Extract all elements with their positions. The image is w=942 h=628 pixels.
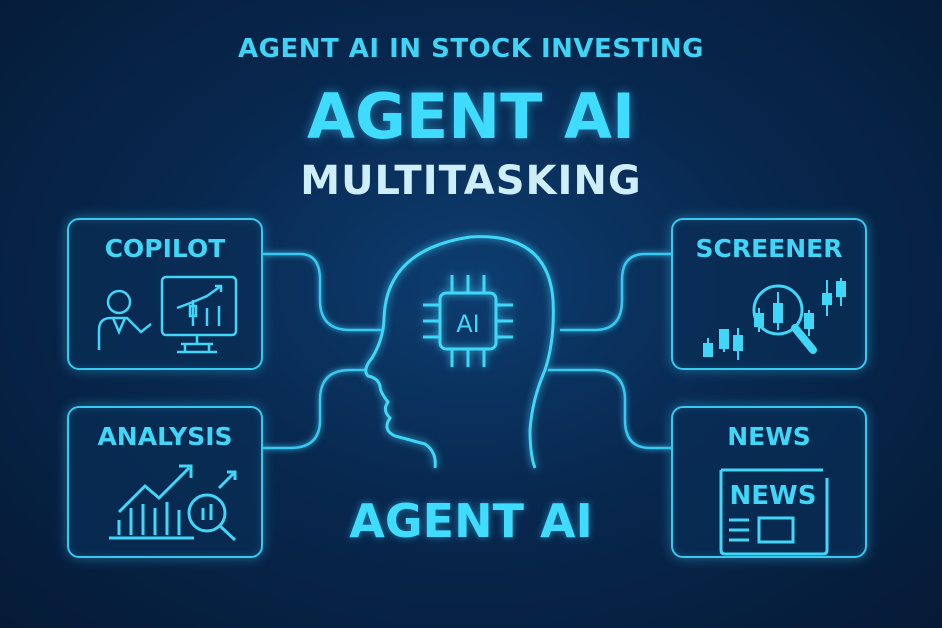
newspaper-icon: NEWS bbox=[719, 468, 829, 556]
node-analysis[interactable]: ANALYSIS bbox=[67, 406, 263, 558]
candlestick-magnifier-icon bbox=[703, 278, 846, 360]
node-news-label: NEWS bbox=[727, 422, 811, 451]
tagline: MULTITASKING bbox=[300, 158, 642, 204]
node-screener[interactable]: SCREENER bbox=[671, 218, 867, 370]
ai-head-chip-icon bbox=[364, 235, 555, 469]
chart-magnifier-icon bbox=[109, 464, 237, 542]
node-analysis-label: ANALYSIS bbox=[97, 422, 233, 451]
node-copilot[interactable]: COPILOT bbox=[67, 218, 263, 370]
main-title: AGENT AI bbox=[306, 80, 636, 153]
presenter-chart-icon bbox=[97, 275, 238, 354]
node-screener-label: SCREENER bbox=[695, 234, 843, 263]
center-label: AGENT AI bbox=[349, 494, 593, 548]
node-news[interactable]: NEWS NEWS bbox=[671, 406, 867, 558]
subtitle: AGENT AI IN STOCK INVESTING bbox=[238, 34, 704, 64]
newspaper-headline: NEWS bbox=[730, 481, 817, 511]
node-copilot-label: COPILOT bbox=[104, 234, 226, 263]
chip-label: AI bbox=[456, 310, 480, 338]
